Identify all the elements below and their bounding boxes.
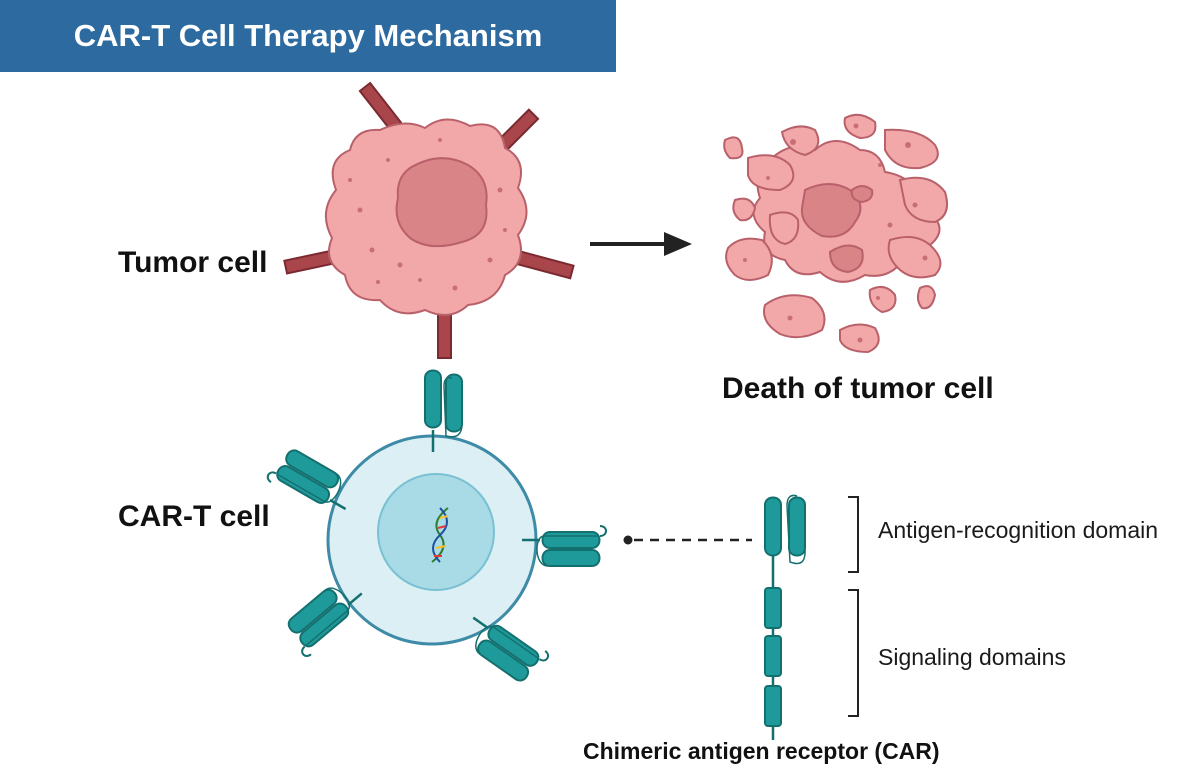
signaling-domains-label: Signaling domains (878, 644, 1066, 670)
car-t-cell (264, 369, 608, 689)
car-receptor-top (424, 369, 463, 452)
antigen-recognition-domain (764, 494, 806, 565)
bracket-antigen (848, 496, 859, 573)
bracket-signaling (848, 589, 859, 717)
antigen-recognition-domain-label: Antigen-recognition domain (878, 517, 1159, 543)
arrow-to-death (590, 232, 692, 256)
car-caption: Chimeric antigen receptor (CAR) (583, 738, 940, 764)
car-t-cell-label: CAR-T cell (118, 500, 270, 533)
car-detail (764, 494, 859, 740)
tumor-cell-label: Tumor cell (118, 246, 268, 279)
antigen-spikes (283, 81, 575, 359)
tumor-nucleus (395, 157, 488, 248)
tumor-cell (283, 81, 575, 359)
death-of-tumor-cell-label: Death of tumor cell (722, 372, 994, 405)
title-banner (0, 0, 616, 72)
zoom-connector (623, 535, 752, 545)
signaling-domains (764, 587, 782, 727)
diagram-title: CAR-T Cell Therapy Mechanism (73, 18, 543, 53)
dead-tumor-cell (723, 113, 948, 354)
t-cell-nucleus (377, 473, 495, 591)
dna-icon (431, 507, 449, 563)
